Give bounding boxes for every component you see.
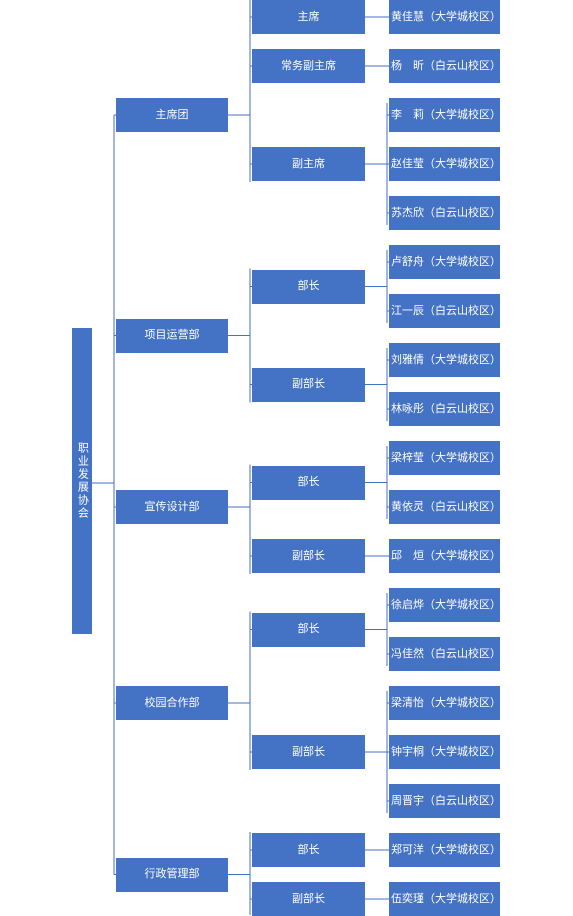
member-node: 赵佳莹（大学城校区） — [389, 147, 501, 181]
member-node: 冯佳然（白云山校区） — [389, 637, 501, 671]
member-node: 钟宇桐（大学城校区） — [389, 735, 501, 769]
role-node: 主席 — [252, 0, 365, 34]
member-node: 邱 烜（大学城校区） — [389, 539, 501, 573]
department-node: 项目运营部 — [116, 318, 228, 353]
role-node: 常务副主席 — [252, 49, 365, 83]
member-node: 黄依灵（白云山校区） — [389, 490, 501, 524]
root-node: 职业发展协会 — [72, 328, 92, 634]
member-node: 黄佳慧（大学城校区） — [389, 0, 501, 34]
member-node: 李 莉（大学城校区） — [389, 98, 501, 132]
member-node: 梁清怡（大学城校区） — [389, 686, 501, 720]
department-node: 主席团 — [116, 98, 228, 132]
department-node: 行政管理部 — [116, 857, 228, 892]
role-node: 副主席 — [252, 147, 365, 181]
member-node: 江一辰（白云山校区） — [389, 294, 501, 328]
role-node: 副部长 — [252, 735, 365, 769]
member-node: 徐启烨（大学城校区） — [389, 588, 501, 622]
department-node: 校园合作部 — [116, 686, 228, 720]
member-node: 卢舒舟（大学城校区） — [389, 245, 501, 279]
member-node: 杨 昕（白云山校区） — [389, 49, 501, 83]
member-node: 郑可洋（大学城校区） — [389, 833, 501, 867]
role-node: 部长 — [252, 833, 365, 867]
role-node: 副部长 — [252, 882, 365, 916]
role-node: 副部长 — [252, 367, 365, 402]
member-node: 梁梓莹（大学城校区） — [389, 441, 501, 475]
member-node: 苏杰欣（白云山校区） — [389, 196, 501, 230]
member-node: 刘雅倩（大学城校区） — [389, 343, 501, 377]
role-node: 部长 — [252, 269, 365, 304]
role-node: 部长 — [252, 465, 365, 500]
member-node: 林咏彤（白云山校区） — [389, 392, 501, 426]
department-node: 宣传设计部 — [116, 490, 228, 524]
role-node: 部长 — [252, 612, 365, 647]
member-node: 周晋宇（白云山校区） — [389, 784, 501, 818]
role-node: 副部长 — [252, 539, 365, 573]
member-node: 伍奕瑾（大学城校区） — [389, 882, 501, 916]
